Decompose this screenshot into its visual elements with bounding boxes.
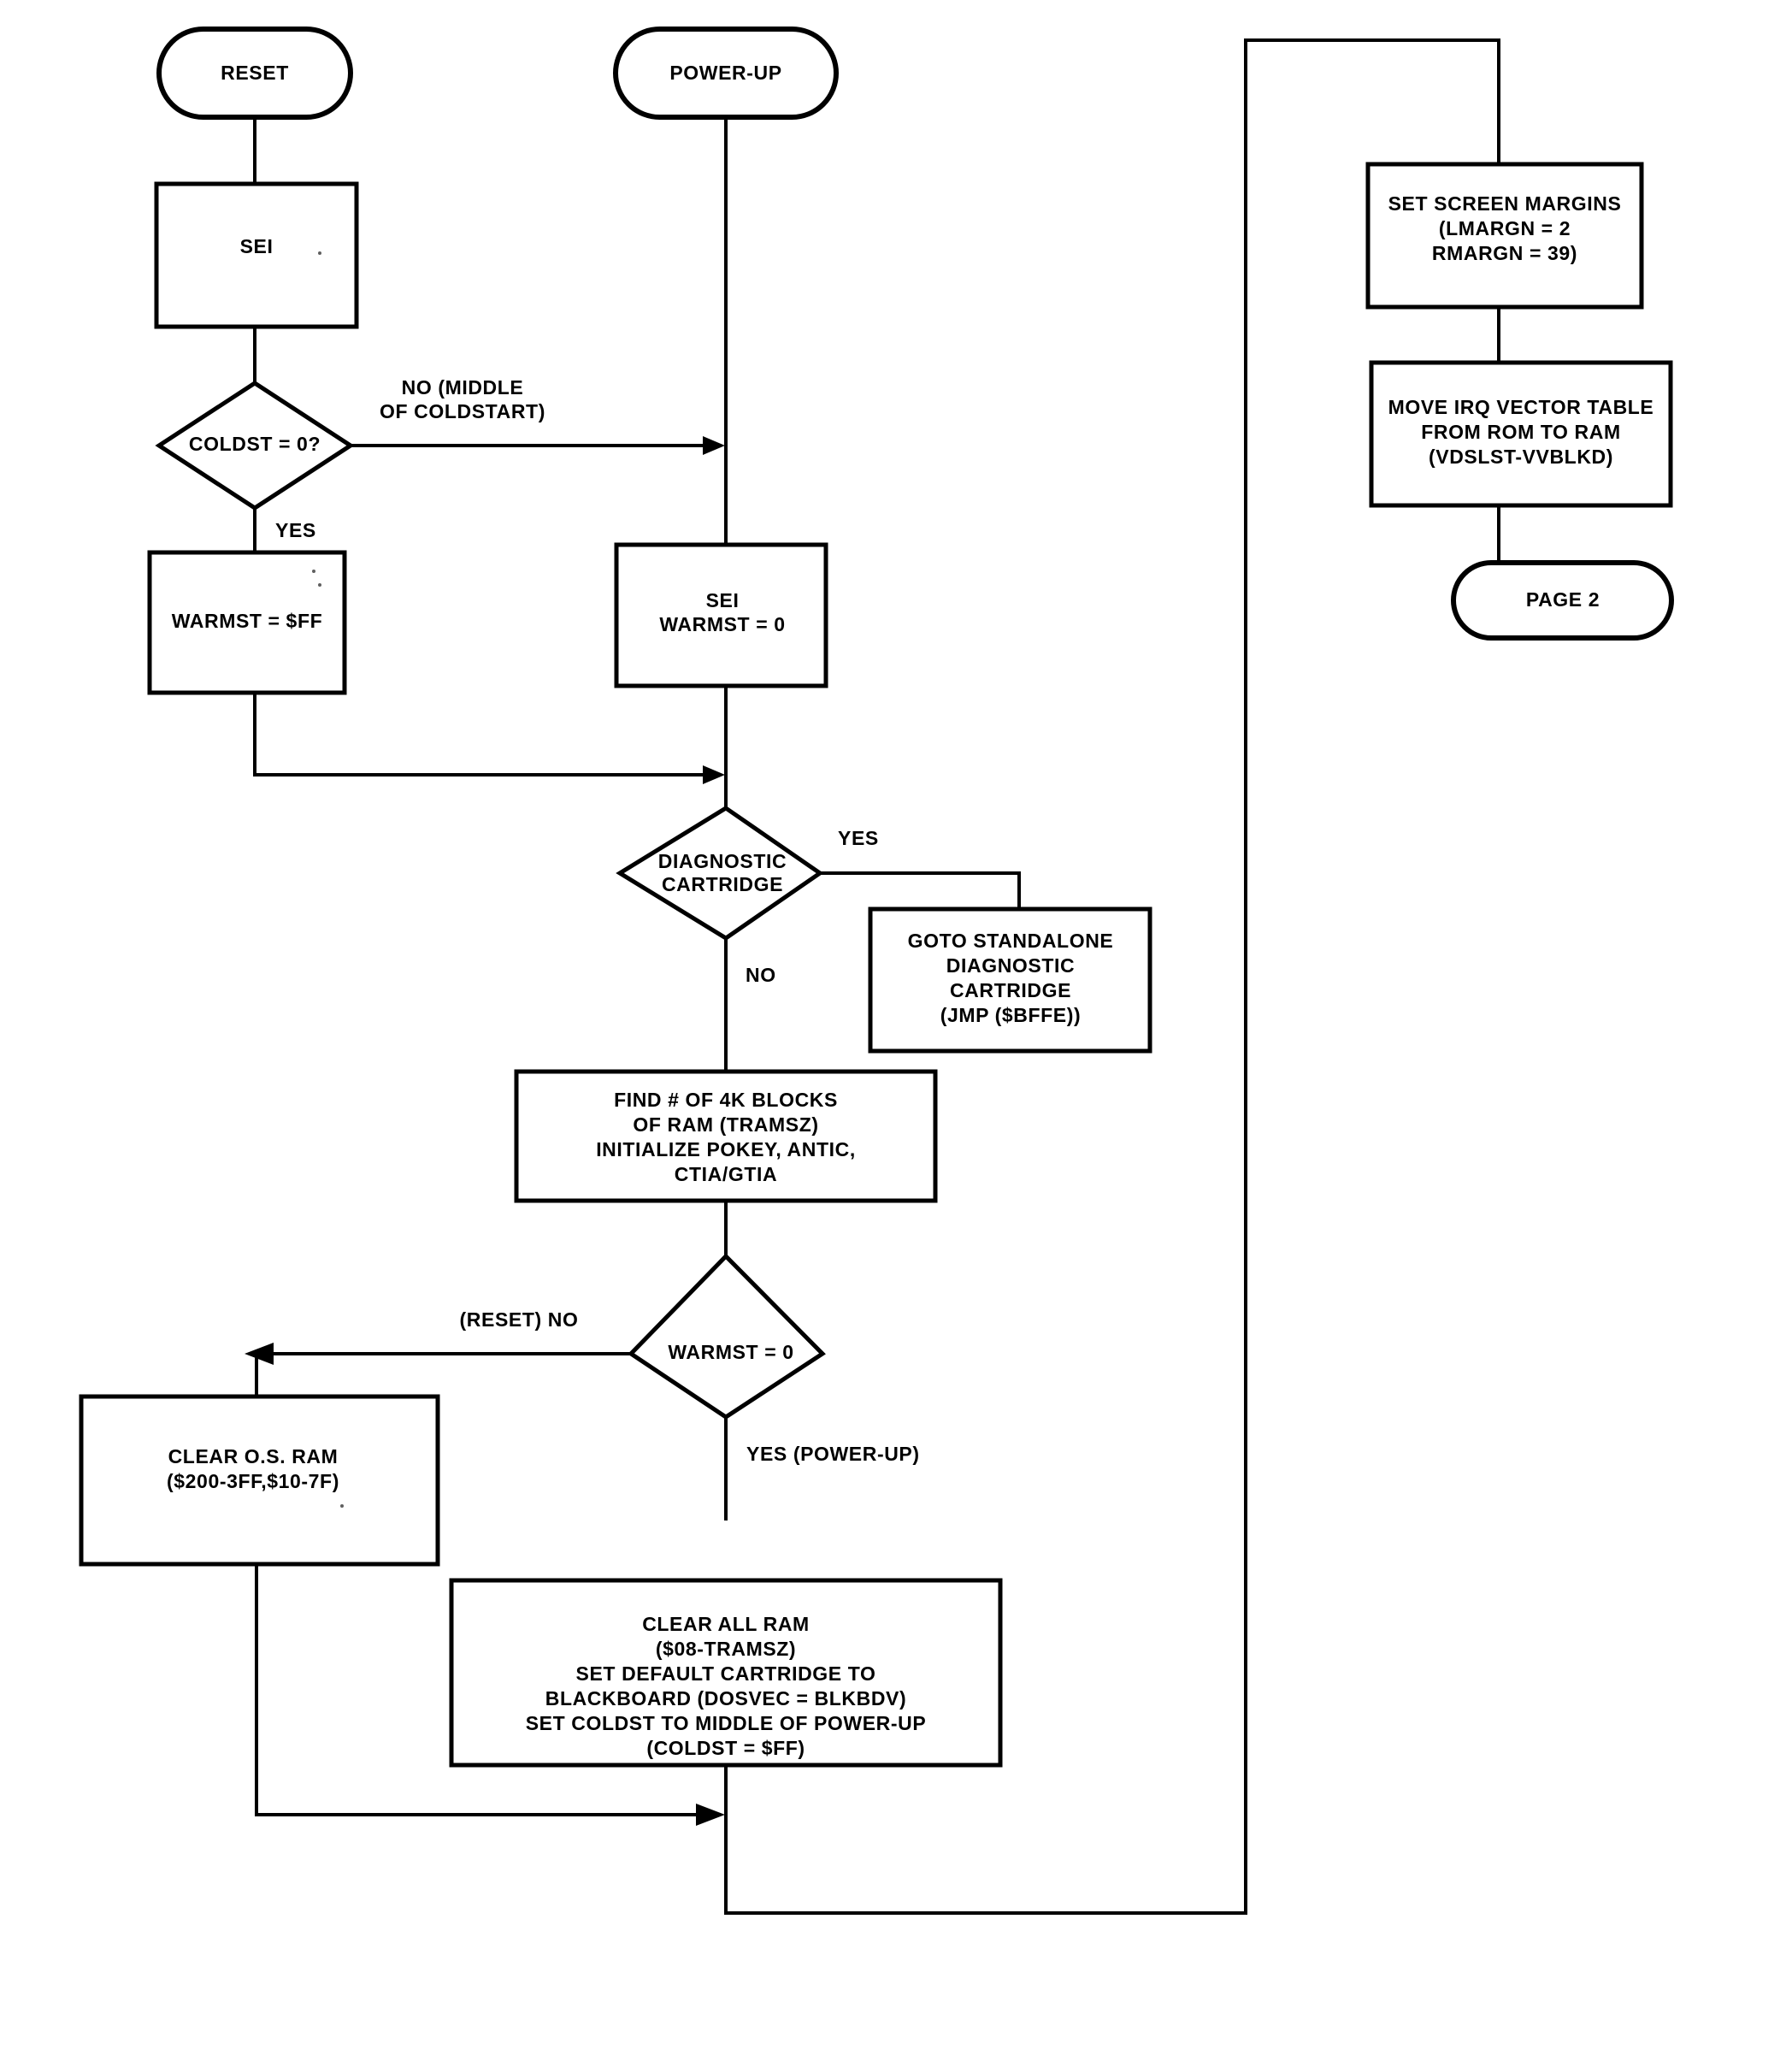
page2-terminal-label: PAGE 2: [1526, 588, 1600, 611]
find-ram-box[interactable]: [514, 1069, 938, 1203]
scan-speck-2: [312, 570, 315, 573]
connector-return-to-margins: [724, 38, 1500, 1915]
connector-warmstff-join: [253, 693, 713, 776]
diagnostic-decision-line-0: DIAGNOSTIC: [658, 850, 787, 872]
diagnostic-decision-line-1: CARTRIDGE: [662, 873, 783, 895]
clear-all-ram-box-line-0: CLEAR ALL RAM: [642, 1613, 810, 1635]
set-margins-box-line-2: RMARGN = 39): [1432, 242, 1577, 264]
move-irq-box[interactable]: [1369, 360, 1673, 508]
goto-diagnostic-box-line-1: DIAGNOSTIC: [946, 954, 1075, 977]
find-ram-box-line-2: INITIALIZE POKEY, ANTIC,: [596, 1138, 856, 1160]
move-irq-box-line-0: MOVE IRQ VECTOR TABLE: [1388, 396, 1654, 418]
find-ram-box-line-3: CTIA/GTIA: [675, 1163, 777, 1185]
arrowhead-coldst-no: [703, 436, 725, 455]
clear-all-ram-box-line-5: (COLDST = $FF): [646, 1737, 805, 1759]
coldst-decision[interactable]: [155, 381, 355, 511]
page2-terminal[interactable]: [1451, 560, 1674, 641]
edge-label-warmst-yes: YES (POWER-UP): [746, 1443, 920, 1465]
clear-os-ram-box-line-1: ($200-3FF,$10-7F): [167, 1470, 339, 1492]
move-irq-box-line-2: (VDSLST-VVBLKD): [1429, 446, 1613, 468]
sei-warmst0-box[interactable]: [614, 542, 828, 688]
powerup-terminal[interactable]: [613, 27, 839, 120]
edge-label-diag-no: NO: [746, 964, 776, 986]
diagnostic-decision[interactable]: [616, 806, 824, 941]
connector-diag-yes: [820, 871, 1021, 909]
reset-terminal[interactable]: [156, 27, 353, 120]
warmst-ff-box[interactable]: [147, 550, 347, 695]
arrowhead-clearosram-join: [696, 1804, 725, 1826]
clear-all-ram-box-line-3: BLACKBOARD (DOSVEC = BLKBDV): [545, 1687, 907, 1709]
goto-diagnostic-box-line-3: (JMP ($BFFE)): [940, 1004, 1082, 1026]
arrowhead-warmst0-no: [245, 1343, 274, 1365]
clear-all-ram-box-line-4: SET COLDST TO MIDDLE OF POWER-UP: [526, 1712, 927, 1734]
goto-diagnostic-box[interactable]: [868, 906, 1152, 1054]
reset-terminal-label: RESET: [221, 62, 289, 84]
sei-box-line-0: SEI: [240, 235, 274, 257]
find-ram-box-line-1: OF RAM (TRAMSZ): [633, 1113, 818, 1136]
find-ram-box-line-0: FIND # OF 4K BLOCKS: [614, 1089, 838, 1111]
sei-warmst0-box-line-0: SEI: [706, 589, 740, 611]
set-margins-box-line-1: (LMARGN = 2: [1439, 217, 1571, 239]
warmst0-decision-line-0: WARMST = 0: [668, 1341, 793, 1363]
clear-os-ram-box[interactable]: [79, 1394, 440, 1567]
edge-label-warmst-no: (RESET) NO: [460, 1308, 579, 1331]
clear-all-ram-box-line-2: SET DEFAULT CARTRIDGE TO: [576, 1662, 876, 1685]
scan-speck: [318, 251, 321, 255]
edge-label-coldst-yes: YES: [275, 519, 316, 541]
edge-label-coldst-no-line-0: NO (MIDDLE: [402, 376, 524, 399]
connector-clearosram-join: [255, 1564, 713, 1816]
set-margins-box-line-0: SET SCREEN MARGINS: [1388, 192, 1622, 215]
set-margins-box[interactable]: [1365, 162, 1644, 310]
clear-all-ram-box-line-1: ($08-TRAMSZ): [656, 1638, 796, 1660]
sei-warmst0-box-line-1: WARMST = 0: [659, 613, 785, 635]
clear-all-ram-box[interactable]: [449, 1578, 1003, 1768]
goto-diagnostic-box-line-2: CARTRIDGE: [950, 979, 1071, 1001]
move-irq-box-line-1: FROM ROM TO RAM: [1421, 421, 1620, 443]
warmst-ff-box-line-0: WARMST = $FF: [172, 610, 323, 632]
powerup-terminal-label: POWER-UP: [669, 62, 781, 84]
edge-label-coldst-no-line-1: OF COLDSTART): [380, 400, 545, 422]
sei-box[interactable]: [154, 181, 359, 329]
coldst-decision-line-0: COLDST = 0?: [189, 433, 321, 455]
connector-warmst0-no: [255, 1352, 631, 1397]
clear-os-ram-box-line-0: CLEAR O.S. RAM: [168, 1445, 339, 1467]
scan-speck-4: [340, 1504, 344, 1508]
warmst0-decision[interactable]: [628, 1253, 826, 1420]
arrowhead-warmstff-join: [703, 765, 725, 784]
goto-diagnostic-box-line-0: GOTO STANDALONE: [908, 930, 1114, 952]
scan-speck-3: [318, 583, 321, 587]
edge-label-diag-yes: YES: [838, 827, 879, 849]
